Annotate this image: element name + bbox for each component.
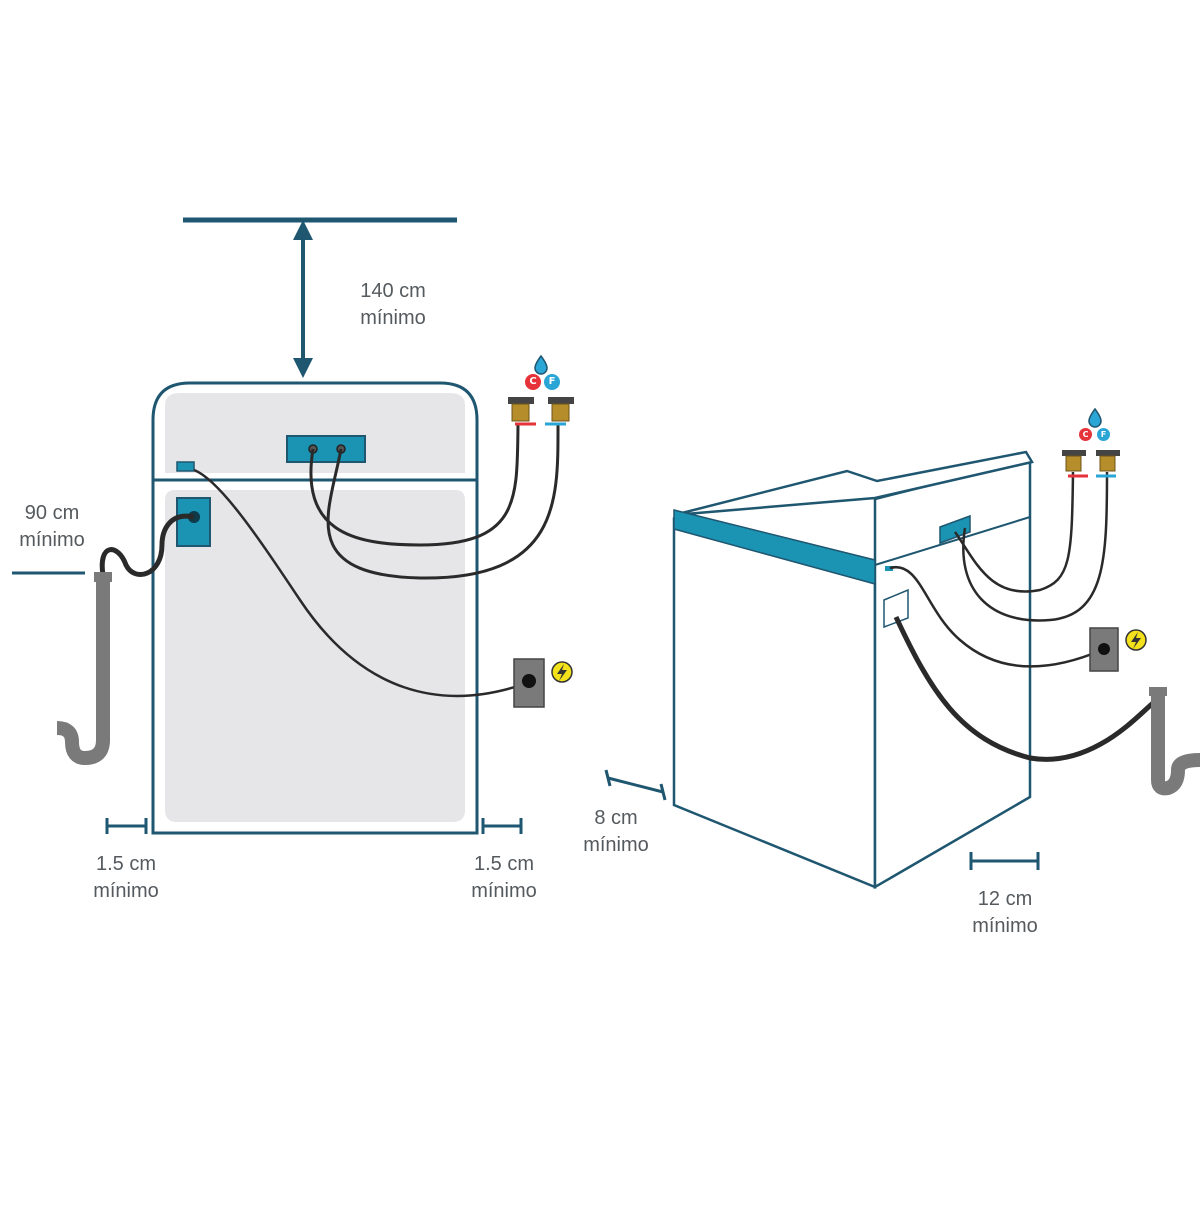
back-gap-label: 8 cm mínimo xyxy=(566,805,666,859)
back-gap-value: 8 cm xyxy=(594,807,638,829)
side-drain-pipe xyxy=(1151,690,1200,796)
side-water-inlet xyxy=(939,514,971,545)
back-gap-qualifier: mínimo xyxy=(583,834,649,856)
side-gap-marker xyxy=(969,852,1040,870)
water-inlet-bar xyxy=(286,435,366,463)
cold-water-hose xyxy=(326,424,560,580)
front-cold-badge: F xyxy=(544,374,560,390)
power-cord-exit xyxy=(176,461,195,472)
front-hot-faucet xyxy=(508,397,536,426)
side-cold-faucet xyxy=(1096,450,1120,478)
front-drain-pipe xyxy=(56,575,110,766)
top-clearance-qualifier: mínimo xyxy=(360,307,426,329)
front-top-panel xyxy=(165,393,465,473)
right-gap-marker xyxy=(481,818,523,834)
drain-height-qualifier: mínimo xyxy=(19,529,85,551)
side-cold-badge: F xyxy=(1097,428,1110,441)
right-gap-value: 1.5 cm xyxy=(473,853,535,875)
left-gap-marker xyxy=(105,818,148,834)
side-machine-accent-band xyxy=(673,509,876,585)
side-gap-value: 12 cm xyxy=(977,888,1033,910)
front-cold-faucet xyxy=(545,397,574,426)
left-gap-value: 1.5 cm xyxy=(95,853,157,875)
side-water-drop-icon xyxy=(1088,407,1102,428)
front-drain-hose xyxy=(99,513,195,577)
left-gap-label: 1.5 cm mínimo xyxy=(76,851,176,905)
top-clearance-value: 140 cm xyxy=(360,280,426,302)
side-hot-badge: C xyxy=(1079,428,1092,441)
back-gap-marker xyxy=(604,769,667,801)
side-view xyxy=(604,407,1200,890)
side-gap-label: 12 cm mínimo xyxy=(955,886,1055,940)
side-machine-top xyxy=(673,450,1034,517)
side-drain-hose xyxy=(893,615,1160,762)
drain-height-label: 90 cm mínimo xyxy=(2,500,102,554)
side-gap-qualifier: mínimo xyxy=(972,915,1038,937)
front-power-cord xyxy=(193,468,531,698)
front-view xyxy=(12,217,574,835)
right-gap-qualifier: mínimo xyxy=(471,880,537,902)
top-clearance-label: 140 cm mínimo xyxy=(343,278,443,332)
side-cold-water-hose xyxy=(962,471,1109,622)
front-hot-badge: C xyxy=(525,374,541,390)
water-drop-icon xyxy=(534,354,548,375)
side-hot-water-hose xyxy=(953,471,1075,593)
side-drain-recess xyxy=(883,588,909,629)
side-power-cord xyxy=(889,565,1103,668)
drain-height-value: 90 cm xyxy=(24,502,80,524)
left-gap-qualifier: mínimo xyxy=(93,880,159,902)
drain-outlet xyxy=(176,497,211,547)
right-gap-label: 1.5 cm mínimo xyxy=(454,851,554,905)
side-hot-faucet xyxy=(1062,450,1088,478)
front-lower-panel xyxy=(165,490,465,822)
hot-water-hose xyxy=(309,424,520,547)
